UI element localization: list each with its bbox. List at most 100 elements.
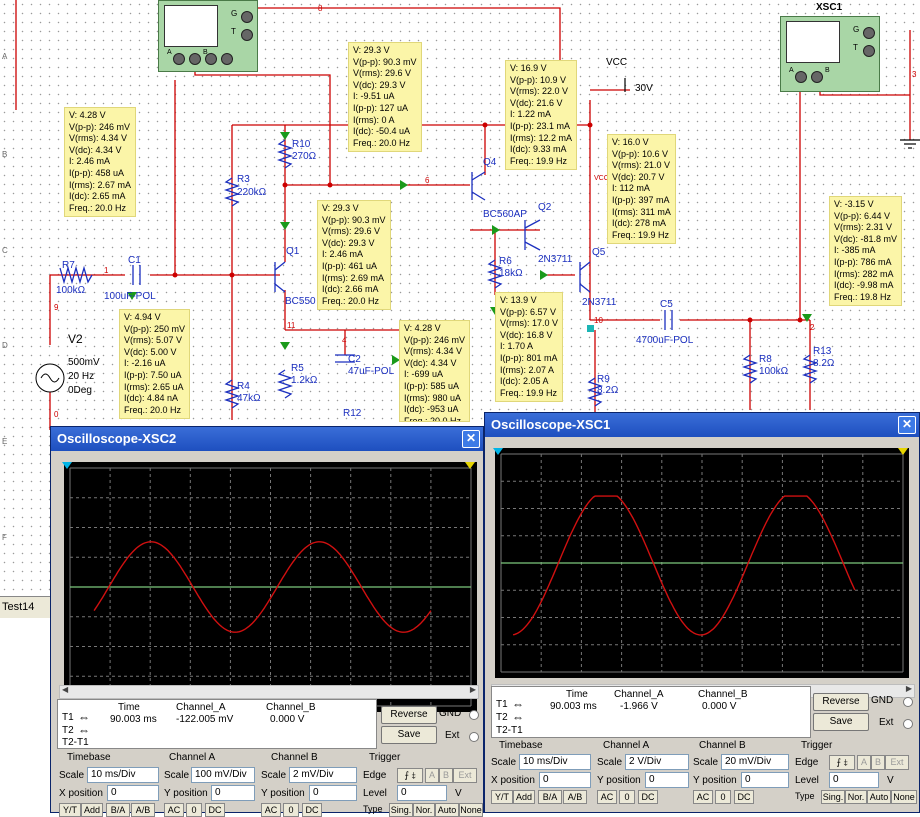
channel-b-ypos-field[interactable]: 0 [309,785,357,801]
channel-a-ypos-field[interactable]: 0 [645,772,689,788]
add-button[interactable]: Add [513,790,535,804]
row-label: T2 [62,725,74,736]
yt-button[interactable]: Y/T [59,803,81,817]
yt-button[interactable]: Y/T [491,790,513,804]
field-label: X position [59,788,103,799]
zero-button[interactable]: 0 [715,790,731,804]
ruler-label: F [2,533,7,542]
ab-button[interactable]: A/B [563,790,587,804]
zero-button[interactable]: 0 [619,790,635,804]
scope-display[interactable] [493,448,909,678]
ext-radio[interactable] [469,732,479,742]
auto-button[interactable]: Auto [435,803,459,817]
timebase-scale-field[interactable]: 10 ms/Div [87,767,159,783]
probe-readout[interactable]: V: 4.94 V V(p-p): 250 mV V(rms): 5.07 V … [119,309,191,420]
cursor-t2-handle[interactable] [465,462,475,469]
trigger-a-button[interactable]: A [857,755,871,770]
probe-readout[interactable]: V: 4.28 V V(p-p): 246 mV V(rms): 4.34 V … [64,107,137,218]
ab-button[interactable]: A/B [131,803,155,817]
reverse-button[interactable]: Reverse [813,693,869,711]
x-position-field[interactable]: 0 [107,785,159,801]
cursor-arrows[interactable]: ⇔ [512,710,524,724]
trigger-b-button[interactable]: B [871,755,885,770]
cursor-t1-handle[interactable] [62,462,72,469]
channel-a-ypos-field[interactable]: 0 [211,785,255,801]
scope-graticule [69,467,472,707]
window-titlebar[interactable]: Oscilloscope-XSC1✕ [485,413,919,437]
timebase-scale-field[interactable]: 10 ms/Div [519,754,591,770]
cursor-t1-handle[interactable] [493,448,503,455]
edge-rising-falling-button[interactable]: ⨍ ⤈ [397,768,423,783]
trigger-group-label: Trigger [801,740,833,751]
col-header: Channel_B [698,689,748,700]
trigger-ext-button[interactable]: Ext [453,768,477,783]
normal-button[interactable]: Nor. [845,790,867,804]
cursor-arrows[interactable]: ⇔ [78,710,90,724]
single-button[interactable]: Sing. [821,790,845,804]
zero-button[interactable]: 0 [283,803,299,817]
channel-a-scale-field[interactable]: 100 mV/Div [191,767,255,783]
trigger-ext-button[interactable]: Ext [885,755,909,770]
dc-button[interactable]: DC [302,803,322,817]
dc-button[interactable]: DC [638,790,658,804]
trigger-level-field[interactable]: 0 [397,785,447,801]
add-button[interactable]: Add [81,803,103,817]
oscilloscope-xsc1-instrument[interactable]: G T A B [780,16,880,92]
close-button[interactable]: ✕ [898,416,916,434]
document-tab[interactable]: Test14 [2,601,35,613]
trigger-level-field[interactable]: 0 [829,772,879,788]
zero-button[interactable]: 0 [186,803,202,817]
dc-button[interactable]: DC [734,790,754,804]
edge-rising-falling-button[interactable]: ⨍ ⤈ [829,755,855,770]
none-button[interactable]: None [459,803,483,817]
channel-b-ypos-field[interactable]: 0 [741,772,789,788]
cursor-arrows[interactable]: ⇔ [78,723,90,737]
channel-a-scale-field[interactable]: 2 V/Div [625,754,689,770]
oscilloscope-xsc1-window[interactable]: Oscilloscope-XSC1✕ ◀▶ Time Channel_A Cha… [484,412,920,813]
reverse-button[interactable]: Reverse [381,706,437,724]
probe-readout[interactable]: V: 29.3 V V(p-p): 90.3 mV V(rms): 29.6 V… [317,200,391,311]
trigger-a-button[interactable]: A [425,768,439,783]
probe-readout[interactable]: V: 29.3 V V(p-p): 90.3 mV V(rms): 29.6 V… [348,42,422,153]
component-ref: C5 [660,299,673,310]
auto-button[interactable]: Auto [867,790,891,804]
window-titlebar[interactable]: Oscilloscope-XSC2✕ [51,427,483,451]
save-button[interactable]: Save [381,726,437,744]
node-label: 3 [912,70,917,79]
probe-readout[interactable]: V: 13.9 V V(p-p): 6.57 V V(rms): 17.0 V … [495,292,564,403]
horizontal-scrollbar[interactable]: ◀▶ [59,685,479,699]
none-button[interactable]: None [891,790,917,804]
probe-readout[interactable]: V: 16.9 V V(p-p): 10.9 V V(rms): 22.0 V … [505,60,578,171]
gnd-radio[interactable] [469,710,479,720]
close-button[interactable]: ✕ [462,430,480,448]
single-button[interactable]: Sing. [389,803,413,817]
channel-b-scale-field[interactable]: 2 mV/Div [289,767,357,783]
gnd-radio[interactable] [903,697,913,707]
ext-radio[interactable] [903,719,913,729]
dc-button[interactable]: DC [205,803,225,817]
scope-display[interactable] [62,462,477,712]
ac-button[interactable]: AC [164,803,184,817]
channel-b-scale-field[interactable]: 20 mV/Div [721,754,789,770]
cursor-t2-handle[interactable] [898,448,908,455]
ext-label: Ext [879,717,894,728]
probe-readout[interactable]: V: -3.15 V V(p-p): 6.44 V V(rms): 2.31 V… [829,196,903,307]
oscilloscope-xsc2-instrument[interactable]: G T A B [158,0,258,72]
oscilloscope-xsc2-window[interactable]: Oscilloscope-XSC2✕ ◀▶ Time Channel_A Cha… [50,426,484,817]
save-button[interactable]: Save [813,713,869,731]
normal-button[interactable]: Nor. [413,803,435,817]
cursor-arrows[interactable]: ⇔ [512,697,524,711]
trigger-b-button[interactable]: B [439,768,453,783]
ac-button[interactable]: AC [261,803,281,817]
x-position-field[interactable]: 0 [539,772,591,788]
channel-a-group-label: Channel A [603,740,650,751]
ac-button[interactable]: AC [693,790,713,804]
probe-readout[interactable]: V: 16.0 V V(p-p): 10.6 V V(rms): 21.0 V … [607,134,676,245]
ba-button[interactable]: B/A [106,803,130,817]
terminal-g [241,11,253,23]
ba-button[interactable]: B/A [538,790,562,804]
probe-readout[interactable]: V: 4.28 V V(p-p): 246 mV V(rms): 4.34 V … [399,320,471,422]
ac-button[interactable]: AC [597,790,617,804]
